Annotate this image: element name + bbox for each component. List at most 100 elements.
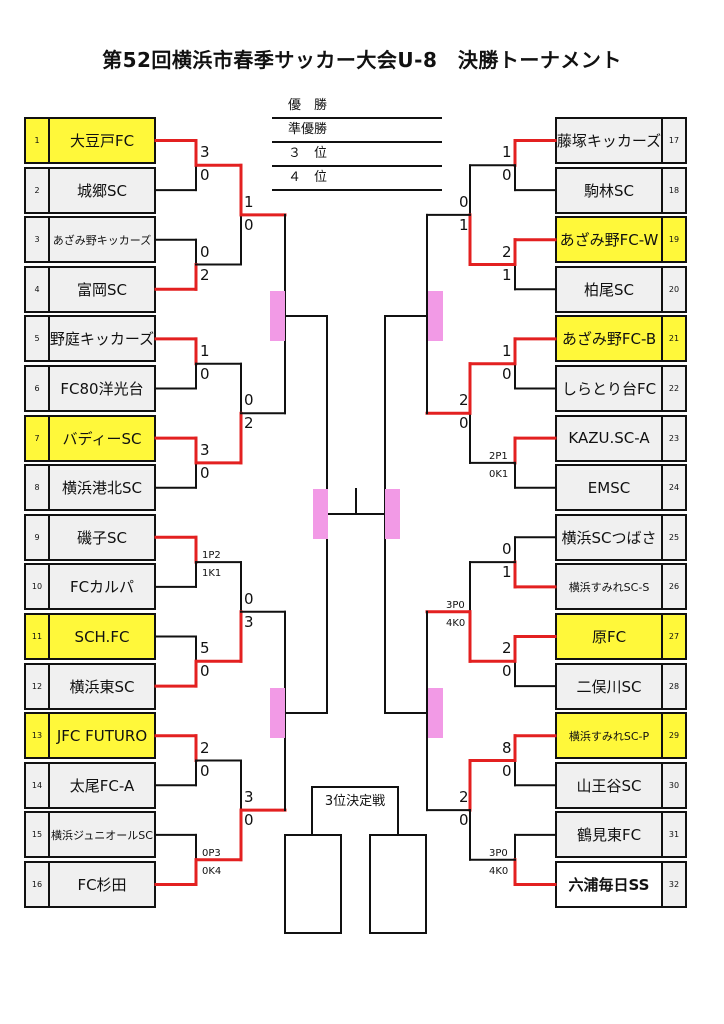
right-sf1-marker <box>428 291 443 341</box>
match-score: 0 <box>502 662 512 681</box>
match-score: 1 <box>459 215 469 234</box>
match-score: 5 <box>200 639 210 658</box>
left-team-name: バディーSC <box>48 414 156 462</box>
left-team-name: FC杉田 <box>48 861 156 908</box>
right-team-name: 六浦毎日SS <box>555 861 663 908</box>
right-team-name: 横浜SCつばさ <box>555 513 663 561</box>
left-team-name: FCカルパ <box>48 563 156 611</box>
match-score: 1 <box>502 341 512 360</box>
right-team-name: 横浜すみれSC-S <box>555 563 663 611</box>
right-team-name: あざみ野FC-W <box>555 216 663 264</box>
match-score: 2 <box>459 391 469 410</box>
left-team-number: 16 <box>24 861 50 908</box>
match-score: 0 <box>459 811 469 830</box>
legend-third: ３ 位 <box>272 143 442 167</box>
right-team-name: しらとり台FC <box>555 365 663 412</box>
match-score: 1 <box>502 265 512 284</box>
left-team-name: 太尾FC-A <box>48 761 156 809</box>
match-score: 1K1 <box>202 568 222 580</box>
match-score: 1 <box>200 341 210 360</box>
match-score: 0 <box>502 364 512 383</box>
left-team-name: 富岡SC <box>48 265 156 313</box>
match-score: 2 <box>200 265 210 284</box>
match-score: 1 <box>502 143 512 162</box>
match-score: 0 <box>502 166 512 185</box>
legend-fourth: ４ 位 <box>272 167 442 191</box>
left-team-number: 6 <box>24 365 50 412</box>
match-score: 2 <box>502 639 512 658</box>
left-team-name: 城郷SC <box>48 166 156 214</box>
match-score: 0 <box>200 662 210 681</box>
left-team-name: 大豆戸FC <box>48 117 156 164</box>
match-score: 3P0 <box>446 599 465 611</box>
right-team-name: あざみ野FC-B <box>555 315 663 363</box>
left-team-number: 9 <box>24 513 50 561</box>
right-team-number: 19 <box>661 216 687 264</box>
final-right-marker <box>385 489 400 539</box>
right-team-name: KAZU.SC-A <box>555 414 663 462</box>
match-score: 4K0 <box>489 865 509 877</box>
right-team-name: 横浜すみれSC-P <box>555 712 663 760</box>
match-score: 0 <box>502 540 512 559</box>
match-score: 0 <box>200 463 210 482</box>
match-score: 0 <box>459 414 469 433</box>
left-team-name: SCH.FC <box>48 613 156 660</box>
match-score: 0 <box>244 811 254 830</box>
match-score: 4K0 <box>446 617 466 629</box>
left-sf1-marker <box>270 291 285 341</box>
match-score: 8 <box>502 738 512 757</box>
right-team-name: 駒林SC <box>555 166 663 214</box>
left-sf2-marker <box>270 688 285 738</box>
match-score: 2 <box>502 242 512 261</box>
left-team-number: 2 <box>24 166 50 214</box>
match-score: 2 <box>244 414 254 433</box>
legend-runner-up: 準優勝 <box>272 119 442 143</box>
left-team-number: 10 <box>24 563 50 611</box>
match-score: 2 <box>459 788 469 807</box>
third-place-box-right <box>369 834 427 934</box>
match-score: 3 <box>200 143 210 162</box>
page-title: 第52回横浜市春季サッカー大会U-8 決勝トーナメント <box>102 48 622 72</box>
match-score: 3 <box>244 612 254 631</box>
left-team-number: 1 <box>24 117 50 164</box>
match-score: 0K4 <box>202 865 222 877</box>
match-score: 1 <box>502 563 512 582</box>
match-score: 0 <box>244 391 254 410</box>
match-score: 2P1 <box>489 450 508 462</box>
right-team-name: 山王谷SC <box>555 761 663 809</box>
match-score: 1 <box>244 192 254 211</box>
right-team-name: 原FC <box>555 613 663 660</box>
match-score: 0 <box>459 192 469 211</box>
match-score: 0 <box>200 166 210 185</box>
right-team-name: 二俣川SC <box>555 662 663 710</box>
match-score: 1P2 <box>202 550 221 562</box>
match-score: 0 <box>244 589 254 608</box>
match-score: 0 <box>502 761 512 780</box>
match-score: 0 <box>200 242 210 261</box>
third-place-label: 3位決定戦 <box>324 794 386 809</box>
right-sf2-marker <box>428 688 443 738</box>
left-team-name: 横浜東SC <box>48 662 156 710</box>
left-team-number: 3 <box>24 216 50 264</box>
match-score: 3P0 <box>489 847 508 859</box>
match-score: 0 <box>200 364 210 383</box>
match-score: 0 <box>244 215 254 234</box>
final-left-marker <box>313 489 328 539</box>
right-team-name: 藤塚キッカーズ <box>555 117 663 164</box>
left-team-name: 横浜港北SC <box>48 464 156 512</box>
legend-champion: 優 勝 <box>272 95 442 119</box>
match-score: 3 <box>244 788 254 807</box>
match-score: 3 <box>200 440 210 459</box>
match-score: 2 <box>200 738 210 757</box>
right-team-number: 25 <box>661 513 687 561</box>
third-place-box-left <box>284 834 342 934</box>
right-team-name: 鶴見東FC <box>555 811 663 859</box>
match-score: 0 <box>200 761 210 780</box>
left-team-name: 横浜ジュニオールSC <box>48 811 156 859</box>
match-score: 0K1 <box>489 468 509 480</box>
left-team-name: 野庭キッカーズ <box>48 315 156 363</box>
match-score: 0P3 <box>202 847 221 859</box>
left-team-name: あざみ野キッカーズ <box>48 216 156 264</box>
right-team-number: 29 <box>661 712 687 760</box>
